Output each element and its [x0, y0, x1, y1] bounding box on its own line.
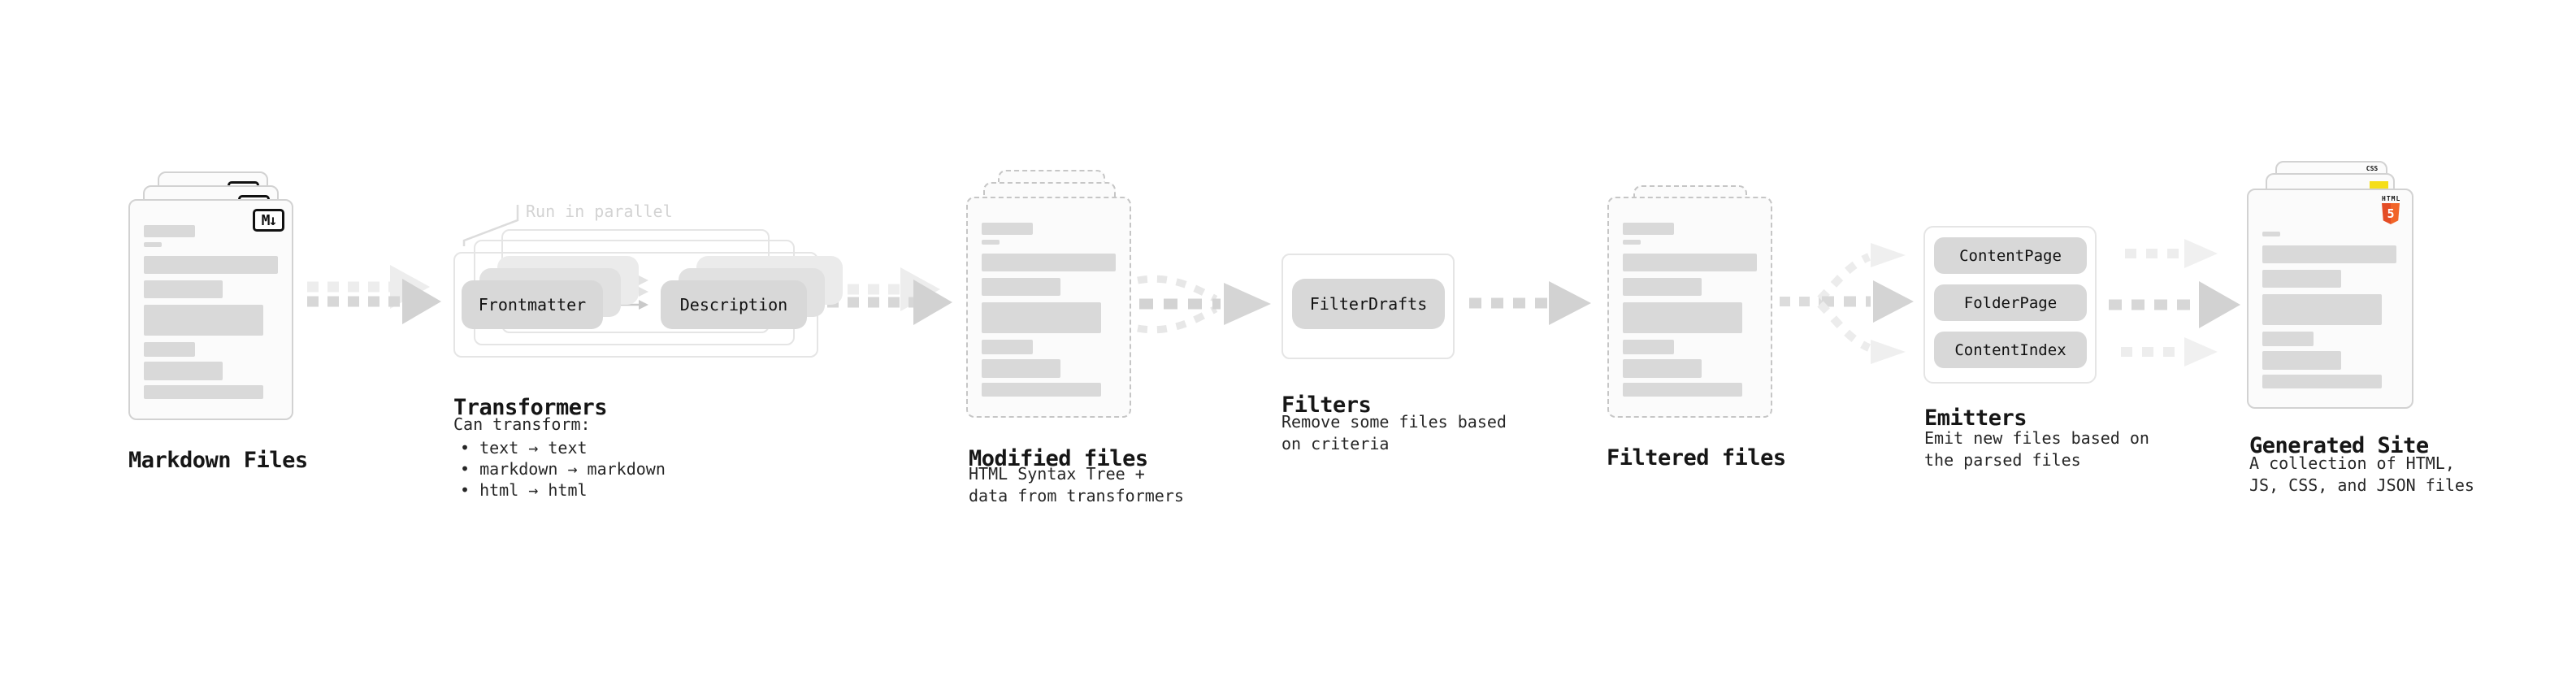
content-placeholder-bar	[1623, 223, 1674, 235]
content-placeholder-bar	[2262, 294, 2382, 325]
content-placeholder-bar	[2262, 232, 2280, 236]
stage-title-generated-site: Generated Site	[2249, 433, 2429, 459]
html5-logo-icon: HTML 5	[2382, 195, 2400, 224]
list-item: • text → text	[460, 438, 588, 458]
filterdrafts-pill: FilterDrafts	[1292, 279, 1445, 329]
modified-files-subtitle: HTML Syntax Tree + data from transformer…	[969, 464, 1184, 505]
content-placeholder-bar	[2262, 332, 2314, 346]
arrow-filters-to-filtered	[1469, 281, 1591, 325]
content-placeholder-bar	[982, 383, 1101, 397]
stage-title-filters: Filters	[1281, 393, 1372, 419]
generated-document-html: HTML 5	[2247, 189, 2413, 409]
arrow-emitters-to-generated	[2109, 239, 2240, 367]
modified-document-front	[966, 197, 1131, 418]
emitters-subtitle: Emit new files based on the parsed files	[1924, 428, 2149, 470]
contentpage-pill: ContentPage	[1934, 237, 2087, 274]
transformers-note-heading: Can transform:	[453, 414, 591, 434]
stage-title-filtered-files: Filtered files	[1607, 445, 1786, 471]
transformers-capability-list: • text → text • markdown → markdown • ht…	[460, 437, 666, 501]
content-placeholder-bar	[982, 278, 1060, 296]
stage-title-emitters: Emitters	[1924, 406, 2027, 432]
content-placeholder-bar	[144, 225, 195, 237]
content-placeholder-bar	[144, 256, 278, 274]
filtered-document-front	[1607, 197, 1772, 418]
content-placeholder-bar	[2262, 375, 2382, 388]
contentindex-pill: ContentIndex	[1934, 332, 2087, 368]
content-placeholder-bar	[1623, 302, 1742, 333]
description-pill: Description	[661, 280, 807, 329]
run-in-parallel-annotation: Run in parallel	[526, 202, 673, 221]
html5-logo-shield: 5	[2382, 203, 2400, 224]
arrow-transformers-to-modified	[827, 267, 952, 325]
content-placeholder-bar	[144, 305, 263, 336]
content-placeholder-bar	[144, 362, 223, 380]
folderpage-pill: FolderPage	[1934, 284, 2087, 321]
content-placeholder-bar	[982, 359, 1060, 378]
content-placeholder-bar	[982, 302, 1101, 333]
content-placeholder-bar	[144, 385, 263, 399]
markdown-document-front: M↓	[128, 199, 293, 420]
filters-subtitle: Remove some files based on criteria	[1281, 412, 1507, 453]
js-file-icon	[2370, 181, 2388, 190]
content-placeholder-bar	[1623, 383, 1742, 397]
content-placeholder-bar	[144, 280, 223, 298]
content-placeholder-bar	[1623, 340, 1674, 354]
html5-logo-label: HTML	[2382, 195, 2401, 202]
list-item: • html → html	[460, 480, 588, 500]
content-placeholder-bar	[1623, 278, 1702, 296]
stage-title-modified-files: Modified files	[969, 446, 1148, 472]
content-placeholder-bar	[144, 242, 162, 247]
list-item: • markdown → markdown	[460, 459, 666, 479]
content-placeholder-bar	[982, 340, 1033, 354]
css-badge-label: CSS	[2366, 165, 2379, 172]
content-placeholder-bar	[982, 223, 1033, 235]
content-placeholder-bar	[982, 254, 1116, 271]
content-placeholder-bar	[2262, 245, 2396, 263]
content-placeholder-bar	[1623, 240, 1641, 245]
frontmatter-pill: Frontmatter	[462, 280, 603, 329]
generated-site-subtitle: A collection of HTML, JS, CSS, and JSON …	[2249, 453, 2474, 495]
content-placeholder-bar	[2262, 351, 2341, 370]
arrow-filtered-to-emitters	[1780, 243, 1914, 364]
content-placeholder-bar	[1623, 254, 1757, 271]
stage-title-markdown-files: Markdown Files	[128, 448, 308, 474]
content-placeholder-bar	[2262, 270, 2341, 288]
markdown-icon: M↓	[253, 209, 284, 232]
arrow-modified-to-filters	[1137, 275, 1271, 334]
content-placeholder-bar	[982, 240, 1000, 245]
content-placeholder-bar	[144, 342, 195, 357]
arrow-markdown-to-transformers	[307, 265, 441, 324]
stage-title-transformers: Transformers	[453, 395, 608, 421]
content-placeholder-bar	[1623, 359, 1702, 378]
